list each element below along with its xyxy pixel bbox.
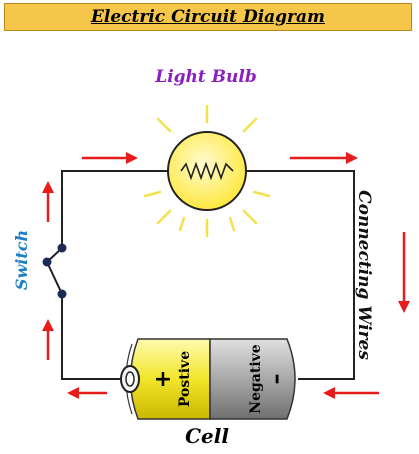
arrow-right-top-left: [82, 152, 138, 164]
light-bulb: [167, 131, 247, 211]
arrow-up-left-upper: [42, 181, 54, 222]
connecting-wires: [61, 170, 355, 380]
switch-label: Switch: [12, 230, 31, 290]
switch-pivot: [42, 257, 52, 267]
battery-cell: + Postive Negative –: [120, 338, 296, 420]
arrow-left-bottom-right: [323, 387, 379, 399]
bulb-filament: [180, 161, 234, 181]
cell-label: Cell: [185, 424, 229, 448]
arrow-left-bottom-left: [67, 387, 107, 399]
diagram-title: Electric Circuit Diagram: [90, 7, 326, 27]
switch[interactable]: [42, 243, 67, 299]
switch-contact-top: [57, 243, 67, 253]
current-arrows: [42, 152, 410, 399]
light-bulb-label: Light Bulb: [154, 67, 257, 87]
title-banner: Electric Circuit Diagram: [4, 3, 412, 31]
arrow-up-left-lower: [42, 319, 54, 360]
battery-terminal: [120, 365, 140, 393]
arrow-down-right: [398, 232, 410, 313]
arrow-right-top-right: [290, 152, 358, 164]
positive-sign: +: [154, 367, 172, 392]
connecting-wires-label: Connecting Wires: [354, 190, 374, 360]
negative-label: Negative: [248, 344, 264, 413]
positive-label: Postive: [177, 351, 193, 407]
switch-contact-bottom: [57, 289, 67, 299]
negative-sign: –: [264, 374, 289, 385]
bulb-rays: [143, 104, 271, 238]
